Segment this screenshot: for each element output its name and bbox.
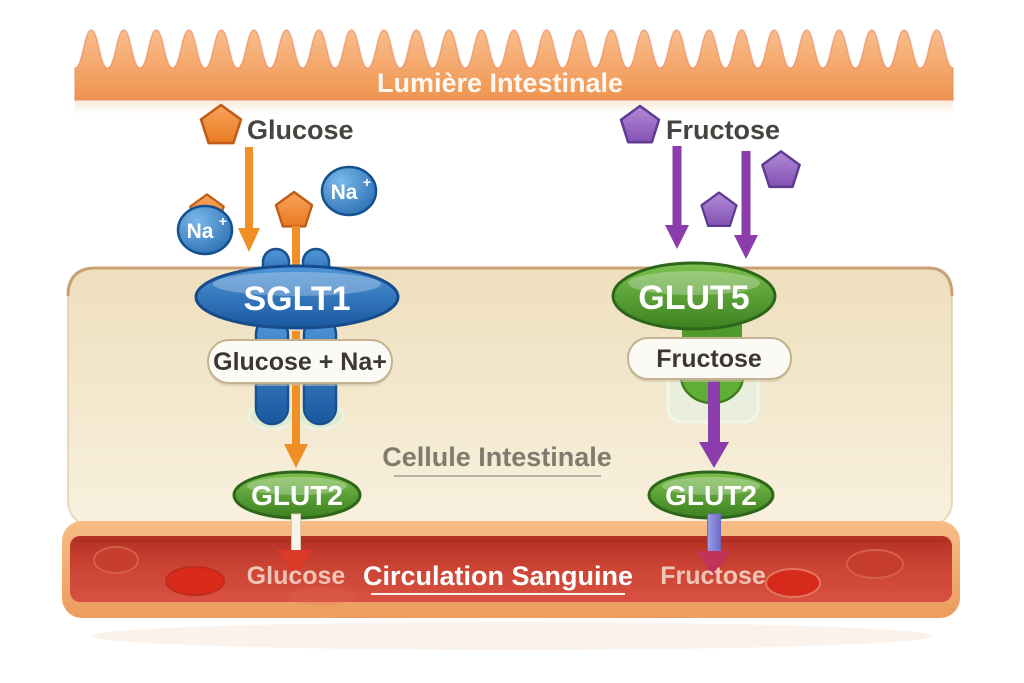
fructose-down-arrow — [665, 146, 689, 249]
cargo-pill-fructose — [627, 337, 792, 380]
glut5-label: GLUT5 — [638, 279, 749, 317]
cargo-label-fructose: Fructose — [656, 345, 762, 373]
fructose-exit-arrowhead — [695, 551, 731, 577]
red-blood-cell — [93, 546, 139, 574]
glucose-exit-arrowhead — [277, 550, 313, 576]
glut2-right-label: GLUT2 — [665, 480, 757, 511]
fructose-transit-arrow — [699, 381, 729, 468]
sodium-circle — [176, 204, 234, 256]
glut2-right-highlight — [662, 477, 760, 495]
glucose-transit-arrow — [284, 331, 308, 468]
sodium-symbol: Na — [187, 220, 214, 243]
red-blood-cell — [765, 568, 821, 598]
blood-title: Circulation Sanguine — [363, 561, 633, 591]
red-blood-cell — [165, 566, 225, 596]
glut5-highlight — [628, 271, 760, 295]
sglt1-body — [194, 264, 400, 330]
glucose-label: Glucose — [247, 115, 354, 145]
sodium-symbol: Na — [331, 181, 358, 204]
sodium-circle — [320, 165, 378, 217]
fructose-down-arrow — [734, 151, 758, 259]
sodium-ion: Na + — [320, 165, 378, 217]
cargo-pill-glucose-na — [207, 339, 393, 384]
glut2-left-label: GLUT2 — [251, 480, 343, 511]
vessel-reflection — [92, 622, 932, 650]
glut2-left-highlight — [247, 477, 347, 495]
fructose-exit-shaft — [707, 513, 721, 554]
glucose-short-arrow — [292, 226, 300, 272]
sglt1-highlight — [213, 272, 381, 296]
villi-border — [74, 29, 954, 101]
glut5-transporter: GLUT5 — [611, 261, 777, 424]
glut2-right-transporter: GLUT2 — [647, 470, 775, 520]
lumen-label: Lumière Intestinale — [377, 68, 623, 98]
glucose-exit-shaft — [291, 513, 301, 553]
sglt1-label: SGLT1 — [243, 280, 350, 318]
sodium-charge: + — [219, 213, 227, 229]
blood-highlight — [288, 587, 356, 605]
sodium-charge: + — [363, 174, 371, 190]
blood-fructose-label: Fructose — [660, 562, 766, 590]
glut2-left-transporter: GLUT2 — [232, 470, 362, 520]
fructose-label: Fructose — [666, 115, 780, 145]
sodium-ion: Na + — [176, 204, 234, 256]
cargo-label-glucose-na: Glucose + Na+ — [213, 348, 387, 376]
cell-label: Cellule Intestinale — [382, 442, 612, 472]
blood-glucose-label: Glucose — [247, 562, 346, 590]
glucose-down-arrow — [238, 147, 260, 252]
apical-membrane-line — [66, 266, 954, 297]
glut5-body — [611, 261, 777, 331]
red-blood-cell — [846, 549, 904, 579]
